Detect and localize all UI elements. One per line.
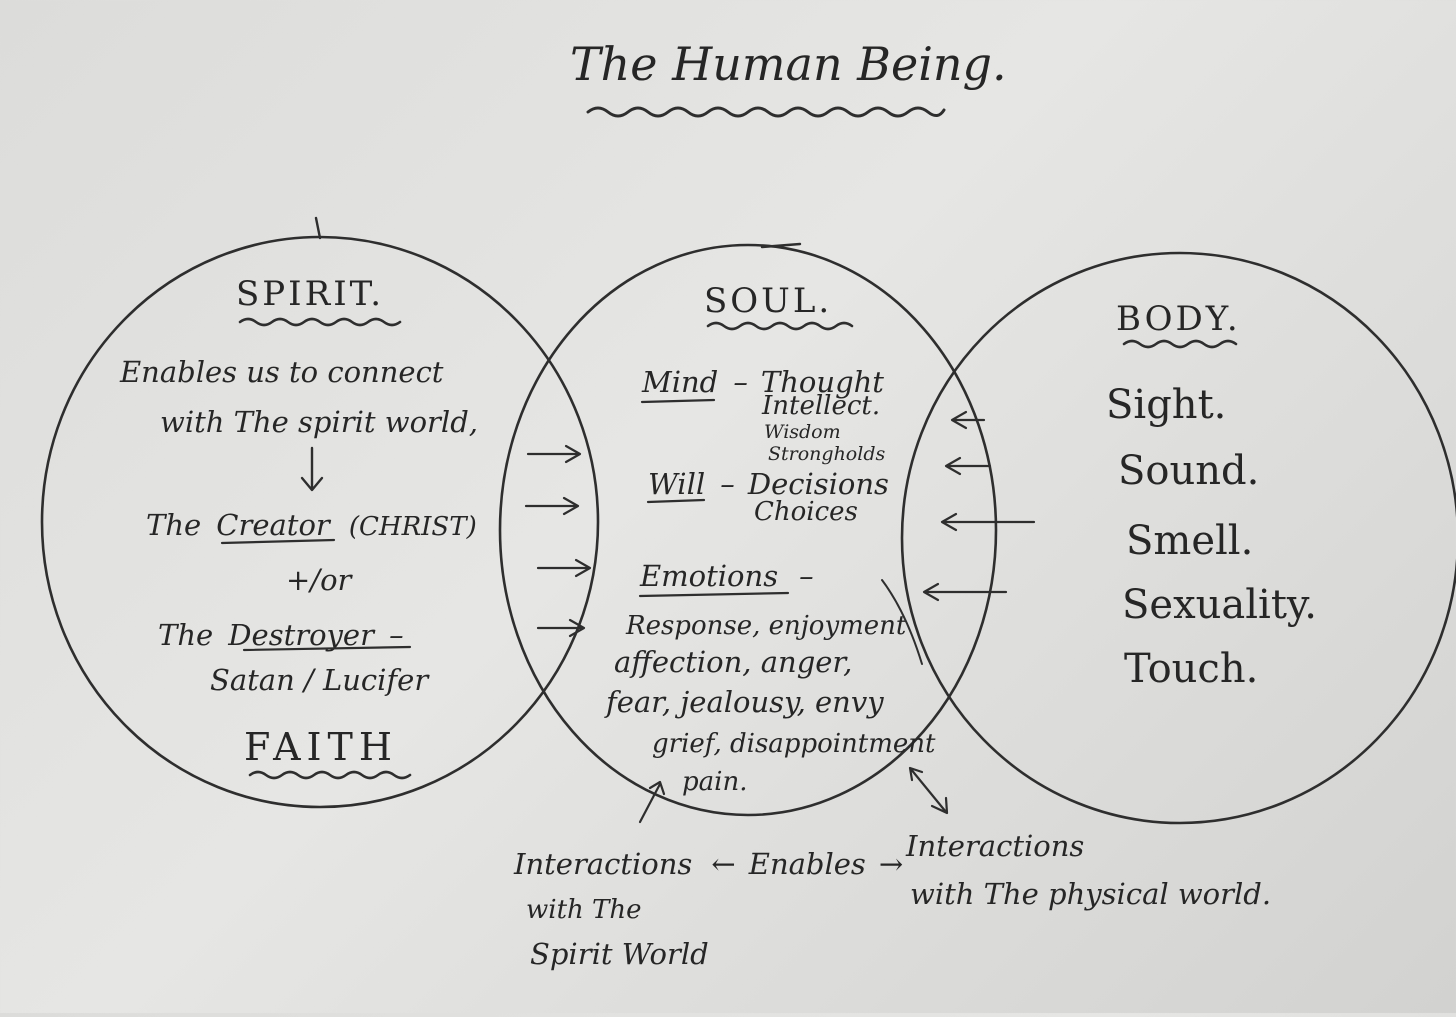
left-arrow-icon <box>940 512 1036 532</box>
body-heading-squiggle <box>1122 339 1238 349</box>
body-sense: Smell. <box>1126 518 1253 564</box>
creator-word: Creator <box>216 508 332 542</box>
body-circle <box>900 251 1456 825</box>
soul-circle <box>498 243 998 817</box>
spirit-text-line: with The spirit world, <box>160 405 478 439</box>
spirit-heading: SPIRIT. <box>236 274 384 314</box>
will-line: Will – Decisions <box>648 467 889 501</box>
faith-squiggle <box>248 770 412 780</box>
and-or-text: +/or <box>286 563 354 597</box>
will-underline <box>646 498 706 504</box>
faith-text: FAITH <box>244 725 398 769</box>
spirit-heading-squiggle <box>238 317 402 327</box>
mind-label: Mind <box>641 365 718 399</box>
destroyer-line: The Destroyer – <box>158 618 404 652</box>
destroyer-word: Destroyer <box>227 618 376 652</box>
bottom-left-line: with The <box>526 895 642 925</box>
diagram-title: The Human Being. <box>570 37 1007 91</box>
pen-stroke <box>760 242 802 249</box>
mind-item: Intellect. <box>761 391 880 421</box>
right-arrow-icon <box>526 444 582 464</box>
bottom-right-line: with The physical world. <box>910 877 1271 911</box>
body-sense: Sight. <box>1106 382 1226 428</box>
creator-line: The Creator (CHRIST) <box>146 508 477 542</box>
curved-arrow-icon <box>881 579 923 665</box>
satan-text: Satan / Lucifer <box>210 663 430 697</box>
bottom-left-heading: Interactions <box>513 847 692 881</box>
emotions-underline <box>638 591 790 598</box>
mind-line: Mind – Thought <box>641 365 884 399</box>
body-heading: BODY. <box>1116 299 1241 339</box>
pen-stroke <box>314 216 322 240</box>
mind-item: Wisdom <box>764 421 841 443</box>
mind-underline <box>640 398 716 404</box>
emotions-label: Emotions <box>639 559 778 593</box>
left-arrow-icon <box>950 410 986 430</box>
left-arrow-icon <box>944 456 992 476</box>
emotions-text-line: grief, disappointment <box>652 729 936 759</box>
soul-heading: SOUL. <box>704 281 832 321</box>
right-arrow-icon <box>524 496 580 516</box>
creator-underline <box>220 538 336 545</box>
up-arrow-icon <box>638 780 666 824</box>
will-label: Will <box>648 467 705 501</box>
soul-heading-squiggle <box>706 321 854 331</box>
mind-item: Strongholds <box>768 443 885 465</box>
body-sense: Sexuality. <box>1122 582 1317 628</box>
right-arrow-icon <box>536 618 586 638</box>
left-arrow-icon <box>922 582 1008 602</box>
emotions-text-line: fear, jealousy, envy <box>604 685 884 719</box>
bottom-center-line: Interactions ← Enables → <box>513 847 903 881</box>
bottom-right-line: Interactions <box>905 829 1084 863</box>
body-sense: Touch. <box>1124 646 1258 692</box>
enables-word: Enables <box>748 847 866 881</box>
down-arrow-icon <box>300 446 324 492</box>
emotions-text-line: pain. <box>682 767 747 797</box>
emotions-text-line: Response, enjoyment <box>625 611 907 641</box>
emotions-line: Emotions – <box>639 559 814 593</box>
title-squiggle <box>586 106 946 118</box>
body-sense: Sound. <box>1118 448 1259 494</box>
right-arrow-icon <box>536 558 592 578</box>
emotions-text-line: affection, anger, <box>614 645 852 679</box>
bottom-left-line: Spirit World <box>530 937 709 971</box>
will-item: Choices <box>754 497 858 527</box>
destroyer-underline <box>242 645 412 652</box>
double-arrow-icon <box>908 766 949 815</box>
spirit-text-line: Enables us to connect <box>119 355 444 389</box>
